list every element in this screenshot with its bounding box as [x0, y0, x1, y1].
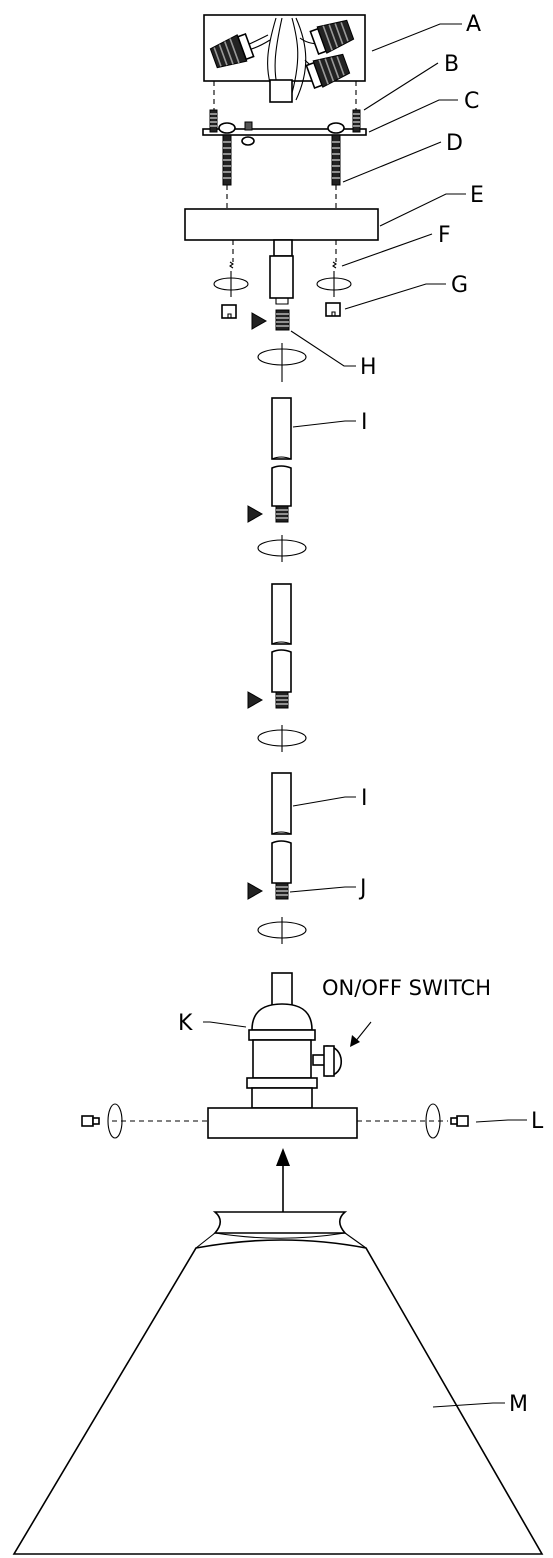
canopy: [184, 208, 379, 269]
downrod-5: [271, 772, 292, 835]
part-labels: A B C D E F G H I I J K L M ON/OFF SWITC…: [178, 12, 544, 1417]
washer-4: [257, 917, 307, 944]
label-f: F: [438, 223, 451, 248]
downrod-2: [247, 465, 292, 523]
label-l: L: [531, 1109, 544, 1134]
label-h: H: [360, 355, 377, 380]
label-d: D: [446, 131, 463, 156]
washer-1: [257, 343, 307, 382]
install-arrow: [276, 1148, 290, 1220]
leader-lines: [203, 23, 527, 1408]
label-b: B: [444, 52, 459, 77]
glass-shade: [12, 1211, 544, 1555]
label-c: C: [464, 89, 479, 114]
downrod-1: [271, 397, 292, 460]
junction-box: [203, 14, 366, 112]
label-k: K: [178, 1011, 193, 1036]
label-m: M: [509, 1392, 528, 1417]
label-e: E: [470, 183, 484, 208]
on-off-switch-label: ON/OFF SWITCH: [322, 976, 491, 1000]
washer-2: [257, 535, 307, 562]
label-g: G: [451, 273, 468, 298]
label-i-1: I: [361, 410, 368, 435]
label-i-2: I: [361, 786, 368, 811]
downrod-4: [247, 649, 292, 709]
shade-holder: [107, 1103, 448, 1139]
label-j: J: [358, 876, 367, 901]
label-a: A: [466, 12, 481, 37]
downrod-3: [271, 583, 292, 645]
lamp-socket: [246, 972, 342, 1109]
downrod-6: [247, 840, 292, 900]
canopy-washers: [213, 271, 352, 297]
shade-thumb-screws: [81, 1115, 469, 1127]
cap-nuts: [221, 302, 341, 319]
canopy-nipple: [251, 239, 294, 331]
mounting-strap: [202, 109, 367, 209]
washer-3: [257, 725, 307, 752]
